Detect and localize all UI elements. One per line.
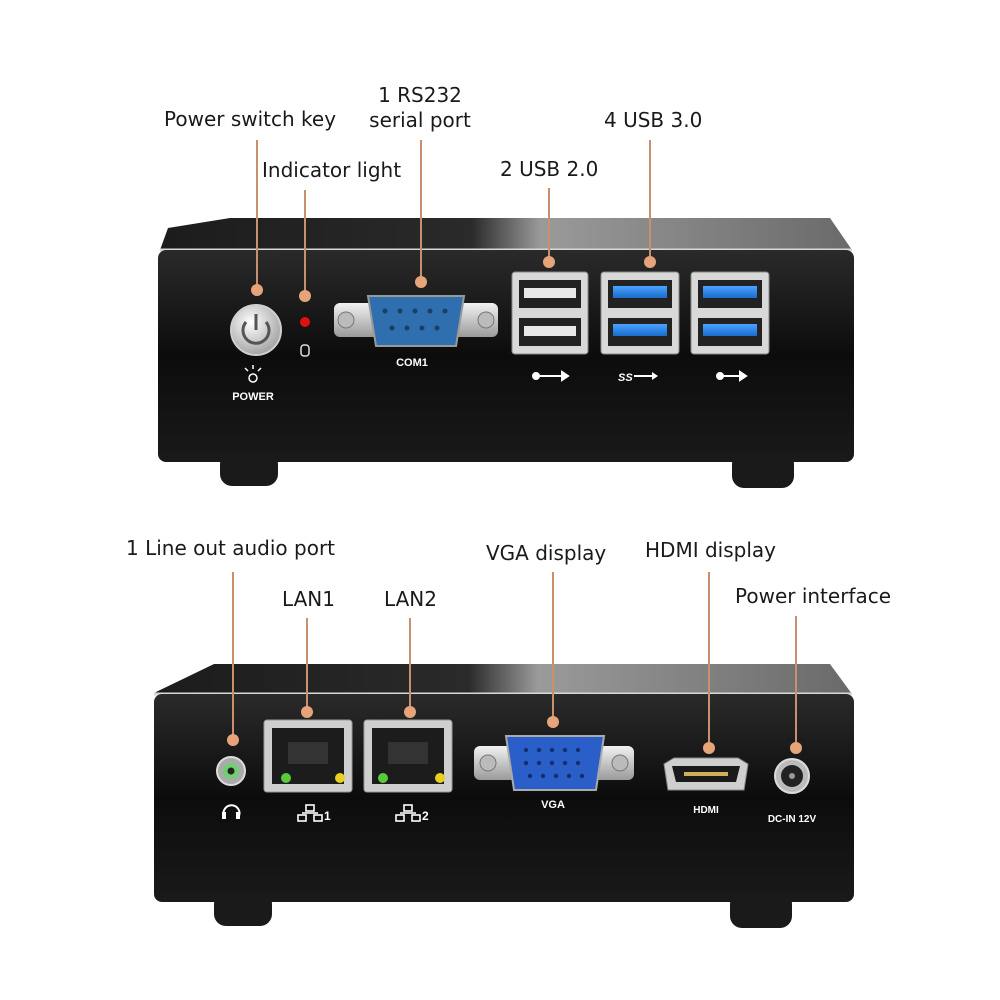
top-device-lid: [160, 218, 852, 250]
power-silk: POWER: [232, 391, 274, 403]
lan2-port: [363, 719, 453, 793]
usb3-ports-left: [600, 271, 680, 355]
power-bulb-icon: [248, 373, 258, 383]
usb-icon: [532, 370, 570, 382]
usb3-ports-right: [690, 271, 770, 355]
label-lan1: LAN1: [282, 587, 335, 611]
dot-power-switch: [251, 284, 263, 296]
leader-hdmi: [708, 572, 710, 744]
leader-usb3: [649, 140, 651, 260]
dot-power-interface: [790, 742, 802, 754]
leader-vga: [552, 572, 554, 720]
network-icon-2: [395, 804, 421, 822]
dot-vga: [547, 716, 559, 728]
com1-silk: COM1: [396, 357, 428, 369]
leader-usb2: [548, 188, 550, 260]
bottom-device: [154, 664, 854, 928]
label-power-interface: Power interface: [735, 584, 892, 608]
hdmi-port: [663, 757, 749, 791]
label-hdmi: HDMI display: [645, 538, 776, 562]
leader-lan1: [306, 618, 308, 710]
lan1-port: [263, 719, 353, 793]
hdd-icon: [300, 344, 310, 357]
top-device: SS: [158, 218, 854, 488]
vga-port: [474, 735, 634, 791]
bottom-device-face: [154, 694, 854, 902]
vga-silk: VGA: [541, 799, 565, 811]
label-audio: 1 Line out audio port: [126, 536, 336, 560]
label-rs232-line1: 1 RS232: [378, 83, 462, 107]
dot-usb3: [644, 256, 656, 268]
dot-audio: [227, 734, 239, 746]
com1-port: [334, 295, 498, 347]
leader-audio: [232, 572, 234, 738]
dot-lan1: [301, 706, 313, 718]
hdmi-silk: HDMI: [693, 805, 719, 816]
leader-power-switch: [256, 140, 258, 290]
leader-rs232: [420, 140, 422, 280]
label-vga: VGA display: [486, 541, 607, 565]
usb3-ss-icon: SS: [618, 372, 658, 384]
svg-text:SS: SS: [618, 372, 633, 384]
dot-hdmi: [703, 742, 715, 754]
leader-power-interface: [795, 616, 797, 744]
leader-indicator: [304, 190, 306, 294]
label-indicator: Indicator light: [262, 158, 402, 182]
leader-lan2: [409, 618, 411, 710]
network-icon-1: [297, 804, 323, 822]
lan2-silk: 2: [422, 809, 429, 823]
bottom-device-lid: [154, 664, 852, 694]
label-lan2: LAN2: [384, 587, 437, 611]
dc-jack: [774, 758, 810, 794]
dot-rs232: [415, 276, 427, 288]
label-usb2: 2 USB 2.0: [500, 157, 599, 181]
dot-usb2: [543, 256, 555, 268]
label-rs232-line2: serial port: [369, 108, 471, 132]
indicator-led: [300, 317, 310, 327]
top-device-face: [158, 250, 854, 462]
label-usb3: 4 USB 3.0: [604, 108, 703, 132]
usb-icon-2: [716, 370, 748, 382]
dot-lan2: [404, 706, 416, 718]
dot-indicator: [299, 290, 311, 302]
dcin-silk: DC-IN 12V: [768, 814, 817, 825]
label-power-switch: Power switch key: [164, 107, 337, 131]
usb2-ports: [511, 271, 589, 355]
lan1-silk: 1: [324, 809, 331, 823]
